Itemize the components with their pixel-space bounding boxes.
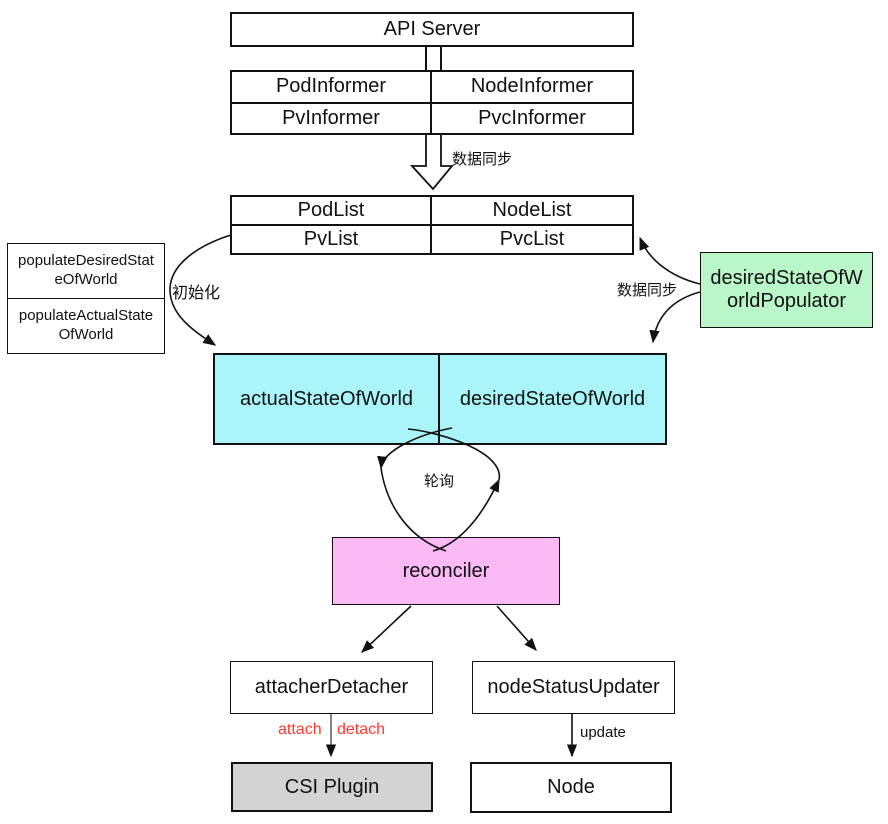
label-data-sync-top: 数据同步 — [452, 151, 513, 168]
node-populate-functions: populateDesiredStat eOfWorld populateAct… — [7, 243, 165, 354]
node-reconciler: reconciler — [332, 537, 560, 605]
informer-grid: PodInformer NodeInformer PvInformer PvcI… — [230, 70, 634, 135]
label-poll: 轮询 — [424, 473, 455, 490]
node-node-status-updater: nodeStatusUpdater — [472, 661, 675, 714]
node-actual-state-of-world: actualStateOfWorld — [215, 355, 440, 443]
node-pod-list: PodList — [232, 197, 432, 226]
node-desired-state-of-world: desiredStateOfWorld — [440, 355, 665, 443]
node-desired-state-of-world-populator: desiredStateOfW orldPopulator — [700, 252, 873, 328]
label-init: 初始化 — [172, 285, 221, 302]
node-pv-list: PvList — [232, 226, 432, 253]
label-update: update — [580, 724, 626, 741]
edge-apiserver-informers — [425, 47, 442, 70]
edge-reconciler-nodestatusupdater — [496, 605, 537, 651]
node-node-informer: NodeInformer — [432, 72, 632, 104]
label-data-sync-right: 数据同步 — [617, 282, 678, 299]
node-populate-actual-state-of-world: populateActualState OfWorld — [18, 307, 154, 343]
node-pvc-list: PvcList — [499, 228, 565, 250]
state-of-world-grid: actualStateOfWorld desiredStateOfWorld — [213, 353, 667, 445]
node-attacher-detacher: attacherDetacher — [230, 661, 433, 714]
node-pod-informer: PodInformer — [232, 72, 432, 104]
node-populate-desired-state-of-world: populateDesiredStat eOfWorld — [8, 244, 164, 299]
label-attach: attach — [278, 721, 322, 738]
label-detach: detach — [337, 721, 386, 738]
edge-informers-lists-hollow-arrow — [409, 135, 454, 191]
list-grid: PodList NodeList PvList PvcList — [230, 195, 634, 255]
node-pv-informer: PvInformer — [232, 103, 432, 133]
node-pvc-informer: PvcInformer — [478, 106, 586, 129]
edge-populator-lists — [639, 236, 701, 285]
edge-reconciler-attacherdetacher — [361, 605, 412, 653]
api-server-label: API Server — [383, 18, 481, 40]
node-node-list: NodeList — [432, 197, 632, 226]
node-api-server: API Server — [230, 12, 634, 47]
node-node: Node — [470, 762, 672, 813]
node-csi-plugin: CSI Plugin — [231, 762, 433, 812]
